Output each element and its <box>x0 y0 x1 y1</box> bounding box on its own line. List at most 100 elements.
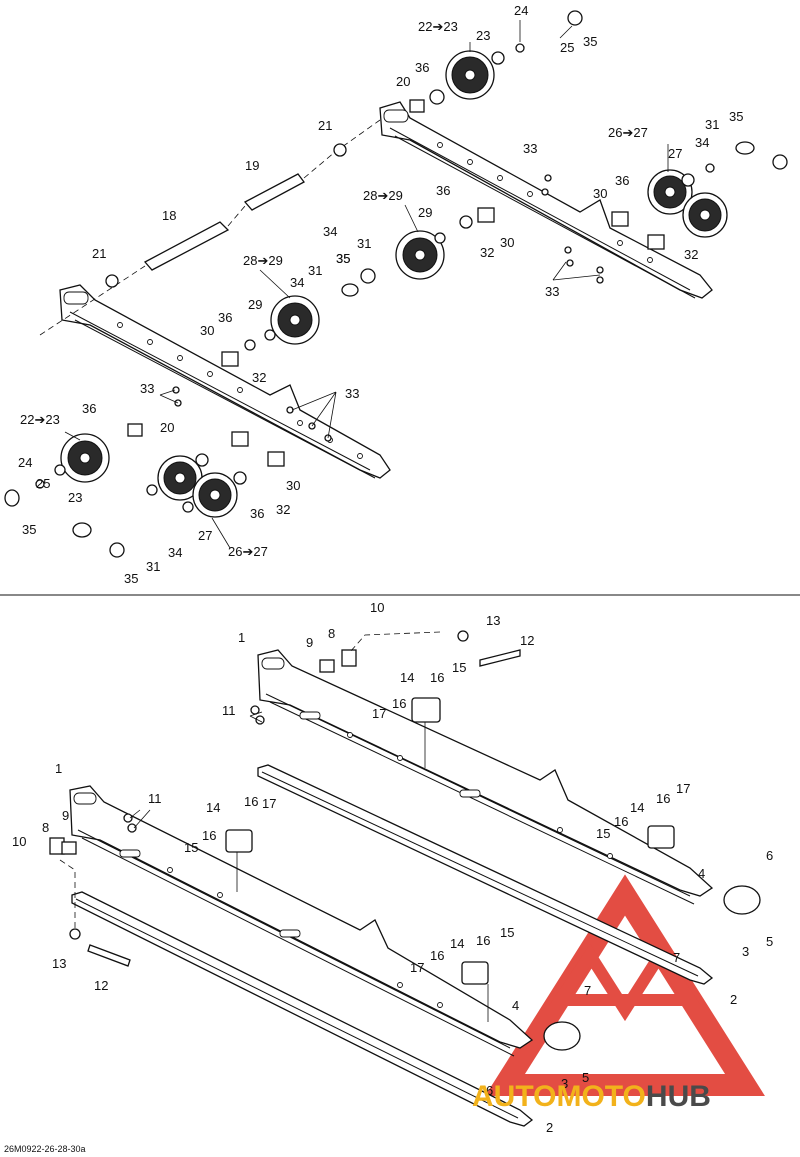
hardware-bottom <box>49 630 761 1051</box>
callout-label: 16 <box>614 814 628 829</box>
cross-shafts <box>39 119 381 336</box>
callout-label: 31 <box>357 236 371 251</box>
callout-label: 16 <box>476 933 490 948</box>
callout-label: 29 <box>248 297 262 312</box>
callout-label: 35 <box>729 109 743 124</box>
callout-label: 30 <box>200 323 214 338</box>
svg-text:AUTOMOTOHUB: AUTOMOTOHUB <box>472 1080 711 1113</box>
callout-label: 14 <box>400 670 414 685</box>
callout-label: 32 <box>480 245 494 260</box>
hardware-top <box>4 10 788 558</box>
callout-label: 34 <box>323 224 337 239</box>
callout-labels-top: 22➔23 23 24 25 35 20 36 21 19 18 21 26➔2… <box>18 3 743 586</box>
callout-label: 23 <box>68 490 82 505</box>
callout-label: 35 <box>22 522 36 537</box>
callout-label: 17 <box>372 706 386 721</box>
callout-label: 8 <box>42 820 49 835</box>
callout-label: 6 <box>486 1083 493 1098</box>
callout-label: 33 <box>345 386 359 401</box>
callout-label: 12 <box>94 978 108 993</box>
callout-label: 26➔27 <box>228 544 268 559</box>
callout-label: 22➔23 <box>20 412 60 427</box>
watermark-logo <box>485 874 765 1096</box>
callout-label: 33 <box>140 381 154 396</box>
callout-label: 15 <box>452 660 466 675</box>
rail-back-bottom <box>257 649 714 905</box>
callout-label: 14 <box>630 800 644 815</box>
callout-label: 23 <box>476 28 490 43</box>
callout-label: 28➔29 <box>243 253 283 268</box>
callout-label: 35 <box>336 251 350 266</box>
callout-label: 21 <box>318 118 332 133</box>
callout-label: 27 <box>198 528 212 543</box>
callout-label: 34 <box>168 545 182 560</box>
callout-label: 32 <box>276 502 290 517</box>
callout-label: 17 <box>262 796 276 811</box>
callout-label: 3 <box>561 1076 568 1091</box>
callout-label: 30 <box>286 478 300 493</box>
callout-label: 7 <box>584 983 591 998</box>
callout-label: 20 <box>160 420 174 435</box>
callout-label: 20 <box>396 74 410 89</box>
callout-label: 1 <box>238 630 245 645</box>
callout-label: 6 <box>766 848 773 863</box>
callout-label: 35 <box>336 251 350 266</box>
callout-label: 33 <box>545 284 559 299</box>
callout-label: 16 <box>430 948 444 963</box>
callout-label: 35 <box>124 571 138 586</box>
callout-label: 15 <box>500 925 514 940</box>
callout-label: 19 <box>245 158 259 173</box>
callout-label: 35 <box>583 34 597 49</box>
runner-front-bottom <box>71 891 534 1127</box>
callout-label: 5 <box>766 934 773 949</box>
callout-label: 34 <box>695 135 709 150</box>
left-slide-rail <box>59 284 391 479</box>
callout-label: 33 <box>523 141 537 156</box>
wheel-group-top <box>60 50 728 518</box>
watermark-brand-part-1: AUTOMOTO <box>472 1080 646 1113</box>
callout-label: 4 <box>512 998 519 1013</box>
callout-label: 16 <box>202 828 216 843</box>
callout-label: 3 <box>742 944 749 959</box>
callout-label: 18 <box>162 208 176 223</box>
callout-label: 2 <box>730 992 737 1007</box>
diagram-reference-code: 26M0922-26-28-30a <box>4 1144 86 1154</box>
bottom-assembly: 10 13 12 1 9 8 11 14 16 15 17 16 1 11 8 … <box>12 600 773 1135</box>
callout-label: 34 <box>290 275 304 290</box>
callout-label: 9 <box>62 808 69 823</box>
callout-label: 36 <box>436 183 450 198</box>
callout-label: 36 <box>615 173 629 188</box>
callout-label: 8 <box>328 626 335 641</box>
callout-label: 24 <box>18 455 32 470</box>
callout-label: 31 <box>146 559 160 574</box>
right-slide-rail <box>379 101 713 299</box>
leader-lines-top <box>64 20 669 549</box>
callout-label: 4 <box>698 866 705 881</box>
callout-label: 7 <box>673 950 680 965</box>
callout-label: 36 <box>415 60 429 75</box>
watermark-brand-part-2: HUB <box>646 1080 711 1113</box>
callout-label: 32 <box>684 247 698 262</box>
callout-label: 2 <box>546 1120 553 1135</box>
callout-label: 17 <box>676 781 690 796</box>
runner-back-bottom <box>257 764 714 985</box>
callout-label: 36 <box>250 506 264 521</box>
callout-label: 16 <box>244 794 258 809</box>
callout-label: 13 <box>486 613 500 628</box>
callout-label: 16 <box>392 696 406 711</box>
callout-label: 11 <box>148 791 162 806</box>
callout-label: 9 <box>306 635 313 650</box>
callout-label: 13 <box>52 956 66 971</box>
callout-label: 36 <box>218 310 232 325</box>
callout-label: 29 <box>418 205 432 220</box>
callout-label: 25 <box>560 40 574 55</box>
callout-label: 16 <box>656 791 670 806</box>
callout-label: 15 <box>184 840 198 855</box>
leader-lines-bottom <box>59 631 489 1022</box>
callout-label: 32 <box>252 370 266 385</box>
callout-label: 27 <box>668 146 682 161</box>
callout-label: 24 <box>514 3 528 18</box>
rail-front-bottom <box>69 785 534 1057</box>
callout-label: 15 <box>596 826 610 841</box>
